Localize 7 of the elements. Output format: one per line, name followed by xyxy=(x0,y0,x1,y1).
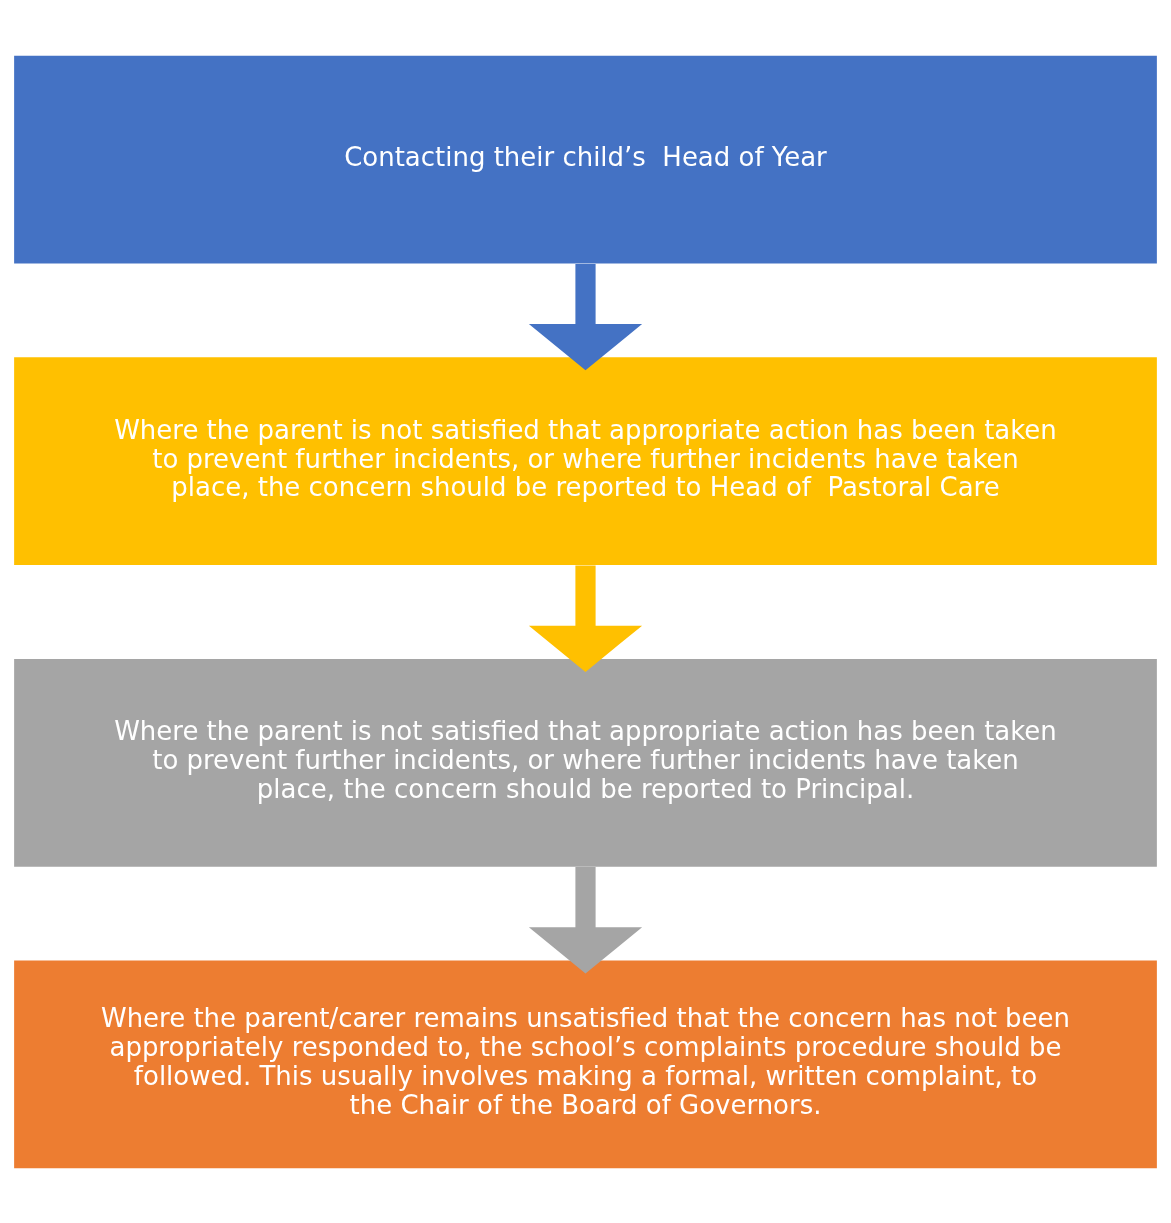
node-box: Where the parent/carer remains unsatisfied that the concern has not been appropriately responded to, the school’s complaints procedure should be followed. This usually involves making a formal, written complaint, to the Chair of the Board of Governors. xyxy=(14,959,1157,1168)
arrow xyxy=(528,564,643,672)
arrow xyxy=(528,263,643,370)
node-box: Where the parent is not satisfied that appropriate action has been taken to prevent further incidents, or where further incidents have taken place, the concern should be reported to Head of Pastoral Care xyxy=(14,356,1157,565)
node-box: Where the parent is not satisfied that appropriate action has been taken to prevent further incidents, or where further incidents have taken place, the concern should be reported to Principal. xyxy=(14,658,1157,867)
arrow xyxy=(528,866,643,973)
node-box: Contacting their child’s Head of Year xyxy=(14,55,1157,264)
